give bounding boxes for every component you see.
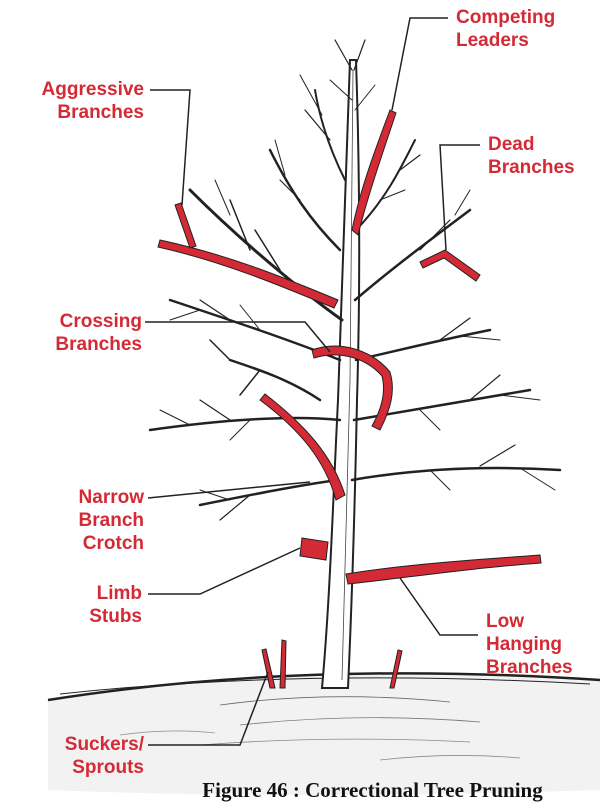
- label-narrow-branch-crotch-line1: Narrow: [10, 486, 144, 509]
- label-low-hanging-branches-line2: Hanging: [486, 633, 573, 656]
- leader-competing: [392, 18, 448, 110]
- label-crossing-branches-line1: Crossing: [10, 310, 142, 333]
- leader-lines: [145, 18, 480, 745]
- low-hanging-branch: [346, 555, 541, 584]
- label-suckers-sprouts-line2: Sprouts: [10, 756, 144, 779]
- label-competing-leaders-line2: Leaders: [456, 29, 555, 52]
- label-dead-branches-line1: Dead: [488, 133, 575, 156]
- label-low-hanging-branches-line3: Branches: [486, 656, 573, 679]
- label-suckers-sprouts-line1: Suckers/: [10, 733, 144, 756]
- figure-caption: Figure 46 : Correctional Tree Pruning: [150, 777, 595, 803]
- dead-branch: [420, 250, 480, 281]
- label-narrow-branch-crotch-line2: Branch: [10, 509, 144, 532]
- leader-narrow: [148, 482, 310, 498]
- label-crossing-branches-line2: Branches: [10, 333, 142, 356]
- trunk: [322, 60, 359, 688]
- leader-limb: [148, 548, 300, 594]
- leader-low: [400, 578, 478, 635]
- label-low-hanging-branches: Low Hanging Branches: [486, 610, 573, 679]
- narrow-crotch-branch: [260, 394, 345, 500]
- leader-dead: [440, 145, 480, 250]
- label-suckers-sprouts: Suckers/ Sprouts: [10, 733, 144, 779]
- label-aggressive-branches: Aggressive Branches: [10, 78, 144, 124]
- label-aggressive-branches-line1: Aggressive: [10, 78, 144, 101]
- label-limb-stubs-line2: Stubs: [10, 605, 142, 628]
- aggressive-branch: [158, 240, 338, 308]
- leader-aggressive: [150, 90, 190, 205]
- label-narrow-branch-crotch: Narrow Branch Crotch: [10, 486, 144, 555]
- label-competing-leaders: Competing Leaders: [456, 6, 555, 52]
- label-aggressive-branches-line2: Branches: [10, 101, 144, 124]
- leader-crossing: [145, 322, 330, 352]
- label-low-hanging-branches-line1: Low: [486, 610, 573, 633]
- label-limb-stubs: Limb Stubs: [10, 582, 142, 628]
- label-limb-stubs-line1: Limb: [10, 582, 142, 605]
- limb-stub: [300, 538, 328, 560]
- label-crossing-branches: Crossing Branches: [10, 310, 142, 356]
- label-dead-branches-line2: Branches: [488, 156, 575, 179]
- label-narrow-branch-crotch-line3: Crotch: [10, 532, 144, 555]
- label-dead-branches: Dead Branches: [488, 133, 575, 179]
- label-competing-leaders-line1: Competing: [456, 6, 555, 29]
